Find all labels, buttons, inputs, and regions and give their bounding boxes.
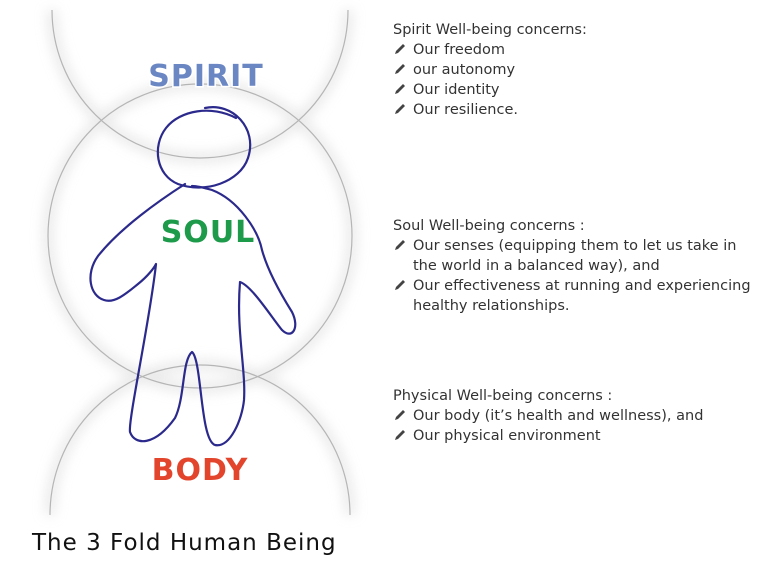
physical-wellbeing-section: Physical Well-being concerns : Our body … (393, 386, 763, 446)
spirit-heading: Spirit Well-being concerns: (393, 22, 587, 38)
diagram-title: The 3 Fold Human Being (32, 530, 337, 556)
pen-icon (395, 410, 405, 420)
spirit-list: Our freedom our autonomy Our identity Ou… (393, 40, 763, 120)
pen-icon (395, 84, 405, 94)
spirit-circle (51, 9, 349, 159)
figure-body (89, 182, 297, 447)
pen-icon (395, 430, 405, 440)
spirit-wellbeing-section: Spirit Well-being concerns: Our freedom … (393, 20, 763, 120)
soul-label: SOUL (161, 215, 256, 250)
soul-heading: Soul Well-being concerns : (393, 218, 585, 234)
list-item: Our body (it’s health and wellness), and (393, 406, 763, 426)
spirit-label: SPIRIT (148, 59, 263, 94)
body-label: BODY (152, 453, 249, 488)
list-item-text: Our senses (equipping them to let us tak… (413, 238, 737, 274)
list-item-text: Our effectiveness at running and experie… (413, 278, 751, 314)
list-item: Our freedom (393, 40, 763, 60)
body-circle (49, 364, 351, 516)
physical-heading: Physical Well-being concerns : (393, 388, 613, 404)
list-item: Our resilience. (393, 100, 763, 120)
soul-wellbeing-section: Soul Well-being concerns : Our senses (e… (393, 216, 763, 316)
pen-icon (395, 44, 405, 54)
human-figure (89, 106, 297, 447)
list-item: Our physical environment (393, 426, 763, 446)
list-item-text: our autonomy (413, 62, 516, 78)
list-item-text: Our identity (413, 82, 500, 98)
list-item-text: Our physical environment (413, 428, 601, 444)
list-item: Our identity (393, 80, 763, 100)
list-item: Our effectiveness at running and experie… (393, 276, 763, 316)
figure-head (156, 106, 252, 189)
list-item: Our senses (equipping them to let us tak… (393, 236, 763, 276)
pen-icon (395, 104, 405, 114)
list-item-text: Our body (it’s health and wellness), and (413, 408, 704, 424)
pen-icon (395, 280, 405, 290)
list-item-text: Our resilience. (413, 102, 518, 118)
pen-icon (395, 240, 405, 250)
list-item: our autonomy (393, 60, 763, 80)
soul-list: Our senses (equipping them to let us tak… (393, 236, 763, 316)
list-item-text: Our freedom (413, 42, 505, 58)
pen-icon (395, 64, 405, 74)
physical-list: Our body (it’s health and wellness), and… (393, 406, 763, 446)
